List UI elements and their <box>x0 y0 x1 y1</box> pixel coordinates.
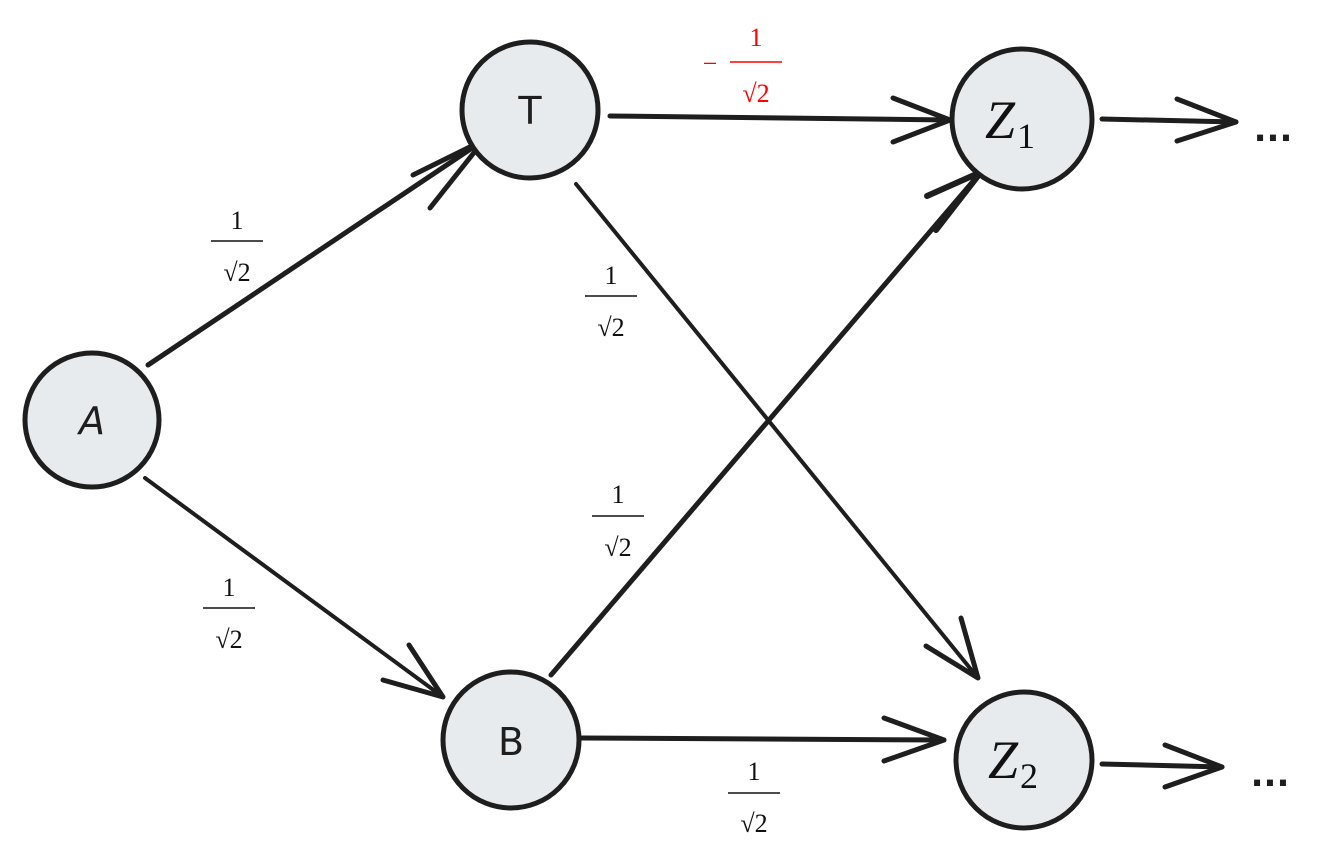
weight-a-to-t-numerator: 1 <box>231 206 244 235</box>
node-z2: Z2 <box>953 689 1095 831</box>
node-t-label: T <box>517 89 542 133</box>
node-z1: Z1 <box>949 46 1095 192</box>
node-z1-subscript: 1 <box>1017 116 1035 156</box>
weight-a-to-b: 1 √2 <box>203 573 255 654</box>
weight-b-to-z2: 1 √2 <box>728 757 780 838</box>
weight-b-to-z2-numerator: 1 <box>748 757 761 786</box>
edge-t-to-z1 <box>607 95 953 145</box>
z1-continuation-ellipsis: ... <box>1254 110 1293 150</box>
weight-b-to-z1-numerator: 1 <box>612 480 625 509</box>
weight-t-to-z1-denominator: √2 <box>742 79 769 108</box>
weight-t-to-z1-sign: − <box>703 49 718 78</box>
weight-a-to-b-denominator: √2 <box>215 625 242 654</box>
edges <box>143 95 1239 790</box>
weight-t-to-z2: 1 √2 <box>585 261 637 342</box>
edge-z1-continuation <box>1099 96 1239 144</box>
edge-t-to-z2 <box>574 182 981 681</box>
node-t: T <box>459 39 601 181</box>
weight-a-to-t-denominator: √2 <box>223 258 250 287</box>
node-b: B <box>440 669 582 811</box>
node-z2-subscript: 2 <box>1020 756 1038 796</box>
weight-t-to-z1: − 1 √2 <box>703 23 782 108</box>
edge-z2-continuation <box>1099 742 1225 790</box>
weight-t-to-z2-numerator: 1 <box>605 261 618 290</box>
nodes: A T B Z1 Z2 <box>22 39 1095 831</box>
weight-b-to-z1: 1 √2 <box>592 480 644 562</box>
weight-b-to-z2-denominator: √2 <box>740 809 767 838</box>
edge-b-to-z2 <box>579 715 947 764</box>
weight-a-to-b-numerator: 1 <box>223 573 236 602</box>
edge-a-to-b <box>143 476 446 700</box>
edge-weights: 1 √2 1 √2 − 1 √2 1 √2 1 √2 <box>203 23 782 838</box>
weight-t-to-z2-denominator: √2 <box>597 313 624 342</box>
node-z2-label: Z <box>988 730 1019 790</box>
node-b-label: B <box>498 720 524 764</box>
weight-b-to-z1-denominator: √2 <box>604 533 631 562</box>
node-a-label: A <box>76 399 105 443</box>
weight-t-to-z1-numerator: 1 <box>750 23 763 52</box>
node-z1-label: Z <box>985 90 1016 150</box>
svg-text:Z2: Z2 <box>988 730 1038 796</box>
svg-text:Z1: Z1 <box>985 90 1035 156</box>
node-a: A <box>22 350 162 490</box>
z2-continuation-ellipsis: ... <box>1251 755 1290 795</box>
weight-a-to-t: 1 √2 <box>211 206 263 287</box>
edge-a-to-t <box>145 137 487 368</box>
